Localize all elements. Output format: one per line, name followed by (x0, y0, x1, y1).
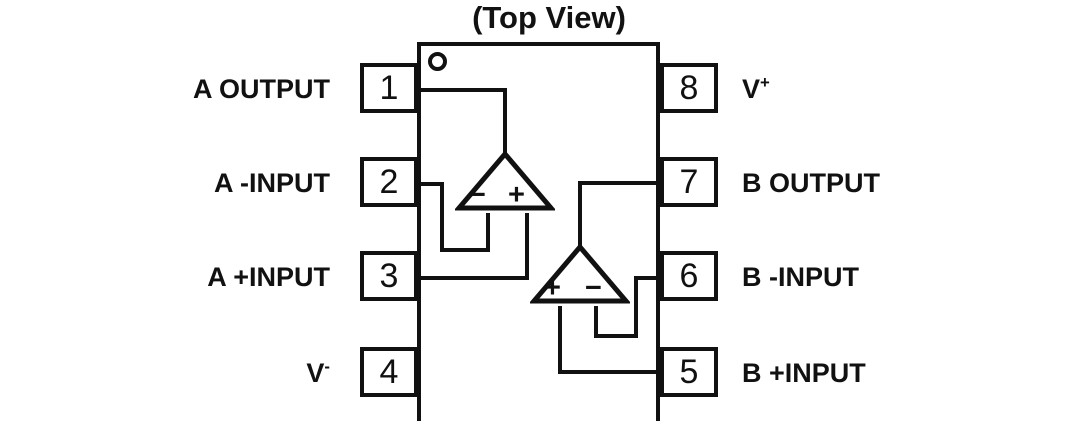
pin-label-6: B -INPUT (742, 264, 859, 291)
pin-label-8: V+ (742, 73, 770, 104)
pin-label-6-text: B -INPUT (742, 262, 859, 292)
wire-pin2-vertical (440, 182, 444, 252)
wire-pin2-horizontal-a (417, 182, 444, 186)
wire-pin6-horizontal-a (634, 276, 660, 280)
pin-label-4-text: V (306, 358, 325, 388)
wire-pin2-riser (486, 213, 490, 252)
pin-box-2: 2 (360, 157, 418, 207)
pin-number-1: 1 (379, 69, 399, 107)
pin-box-6: 6 (660, 251, 718, 301)
opamp-a-plus-icon: + (508, 179, 525, 211)
pin-number-3: 3 (379, 257, 399, 295)
wire-pin5-riser (558, 306, 562, 374)
wire-pin3-riser (525, 213, 529, 280)
opamp-b-symbol (530, 243, 630, 305)
opamp-b-plus-icon: + (544, 272, 561, 304)
wire-pin6-riser (594, 306, 598, 338)
opamp-a-minus-icon: − (469, 179, 486, 211)
wire-pin5-horizontal (558, 370, 660, 374)
pin-box-7: 7 (660, 157, 718, 207)
pin-label-7: B OUTPUT (742, 170, 880, 197)
pin-box-1: 1 (360, 63, 418, 113)
wire-pin6-horizontal-b (594, 334, 638, 338)
wire-pin7-vertical (578, 181, 582, 249)
pin-box-4: 4 (360, 347, 418, 397)
pin-label-1-text: A OUTPUT (193, 74, 330, 104)
pin-label-7-text: B OUTPUT (742, 168, 880, 198)
pin-label-1: A OUTPUT (40, 76, 330, 103)
pin-label-2: A -INPUT (40, 170, 330, 197)
pin1-indicator-icon (428, 52, 447, 71)
pin-label-4-sup: - (324, 357, 330, 376)
wire-pin6-vertical (634, 276, 638, 338)
wire-pin1-horizontal (417, 88, 507, 92)
pin-label-8-sup: + (760, 73, 770, 92)
pin-number-7: 7 (679, 163, 699, 201)
package-body (417, 42, 660, 421)
opamp-b-minus-icon: − (585, 272, 602, 304)
pin-box-5: 5 (660, 347, 718, 397)
diagram-title-text: (Top View) (472, 0, 626, 35)
pin-number-4: 4 (379, 353, 399, 391)
pin-label-5: B +INPUT (742, 360, 866, 387)
pin-number-5: 5 (679, 353, 699, 391)
wire-pin7-horizontal (578, 181, 660, 185)
pin-label-5-text: B +INPUT (742, 358, 866, 388)
pin-label-3: A +INPUT (40, 264, 330, 291)
pin-label-4: V- (40, 357, 330, 388)
opamp-a-symbol (455, 150, 555, 212)
pin-number-2: 2 (379, 163, 399, 201)
wire-pin1-vertical (503, 88, 507, 156)
pin-label-2-text: A -INPUT (214, 168, 330, 198)
wire-pin2-horizontal-b (440, 248, 490, 252)
pin-label-3-text: A +INPUT (207, 262, 330, 292)
pin-box-8: 8 (660, 63, 718, 113)
pin-number-6: 6 (679, 257, 699, 295)
wire-pin3-horizontal (417, 276, 529, 280)
pin-label-8-text: V (742, 74, 761, 104)
pin-number-8: 8 (679, 69, 699, 107)
diagram-title: (Top View) (404, 0, 694, 36)
pin-box-3: 3 (360, 251, 418, 301)
